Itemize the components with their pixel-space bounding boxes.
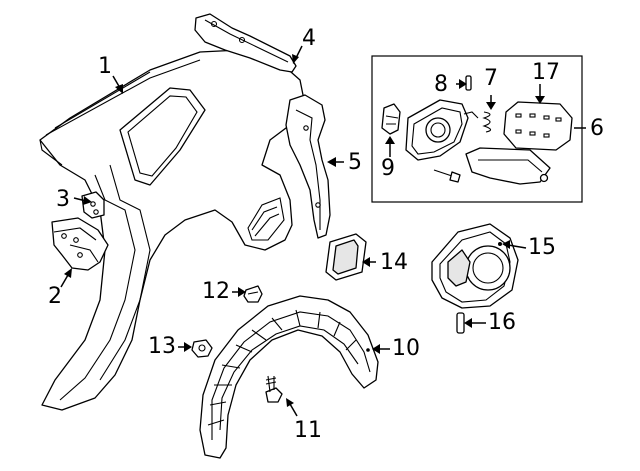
actuator-9-part <box>381 103 401 135</box>
callout-10: 10 <box>392 336 420 361</box>
quarter-panel-part <box>39 49 306 411</box>
callout-15: 15 <box>528 235 556 260</box>
callout-9: 9 <box>381 156 395 181</box>
callout-14: 14 <box>380 250 408 275</box>
callout-11: 11 <box>294 418 322 443</box>
callout-3: 3 <box>56 187 70 212</box>
callout-4: 4 <box>302 26 316 51</box>
fuel-lid-17-part <box>503 101 573 151</box>
small-bracket-part <box>81 191 105 219</box>
callout-17: 17 <box>532 60 560 85</box>
pin-16-part <box>456 312 465 334</box>
nut-13-part <box>191 339 213 358</box>
filler-housing-part <box>431 223 519 309</box>
screw-11-part <box>265 375 283 403</box>
upper-reinforcement-part <box>194 13 297 73</box>
callout-2: 2 <box>48 284 62 309</box>
callout-13: 13 <box>148 334 176 359</box>
callout-16: 16 <box>488 310 516 335</box>
callout-7: 7 <box>484 66 498 91</box>
spring-7-part <box>482 111 492 133</box>
pin-8-part <box>465 75 472 91</box>
lower-bracket-part <box>51 217 109 271</box>
access-cover-part <box>325 233 367 281</box>
clip-12-part <box>243 285 263 303</box>
callout-12: 12 <box>202 279 230 304</box>
bolt-part <box>433 169 461 183</box>
leader-lines <box>60 45 586 417</box>
pillar-reinforcement-part <box>285 94 331 239</box>
fuel-door-group-box <box>371 55 583 203</box>
callout-5: 5 <box>348 150 362 175</box>
callout-6: 6 <box>590 116 604 141</box>
wheelhouse-liner-part <box>199 295 379 459</box>
hinge-part <box>465 147 551 185</box>
callout-8: 8 <box>434 72 448 97</box>
fuel-door-housing-part <box>405 99 479 161</box>
callout-1: 1 <box>98 54 112 79</box>
